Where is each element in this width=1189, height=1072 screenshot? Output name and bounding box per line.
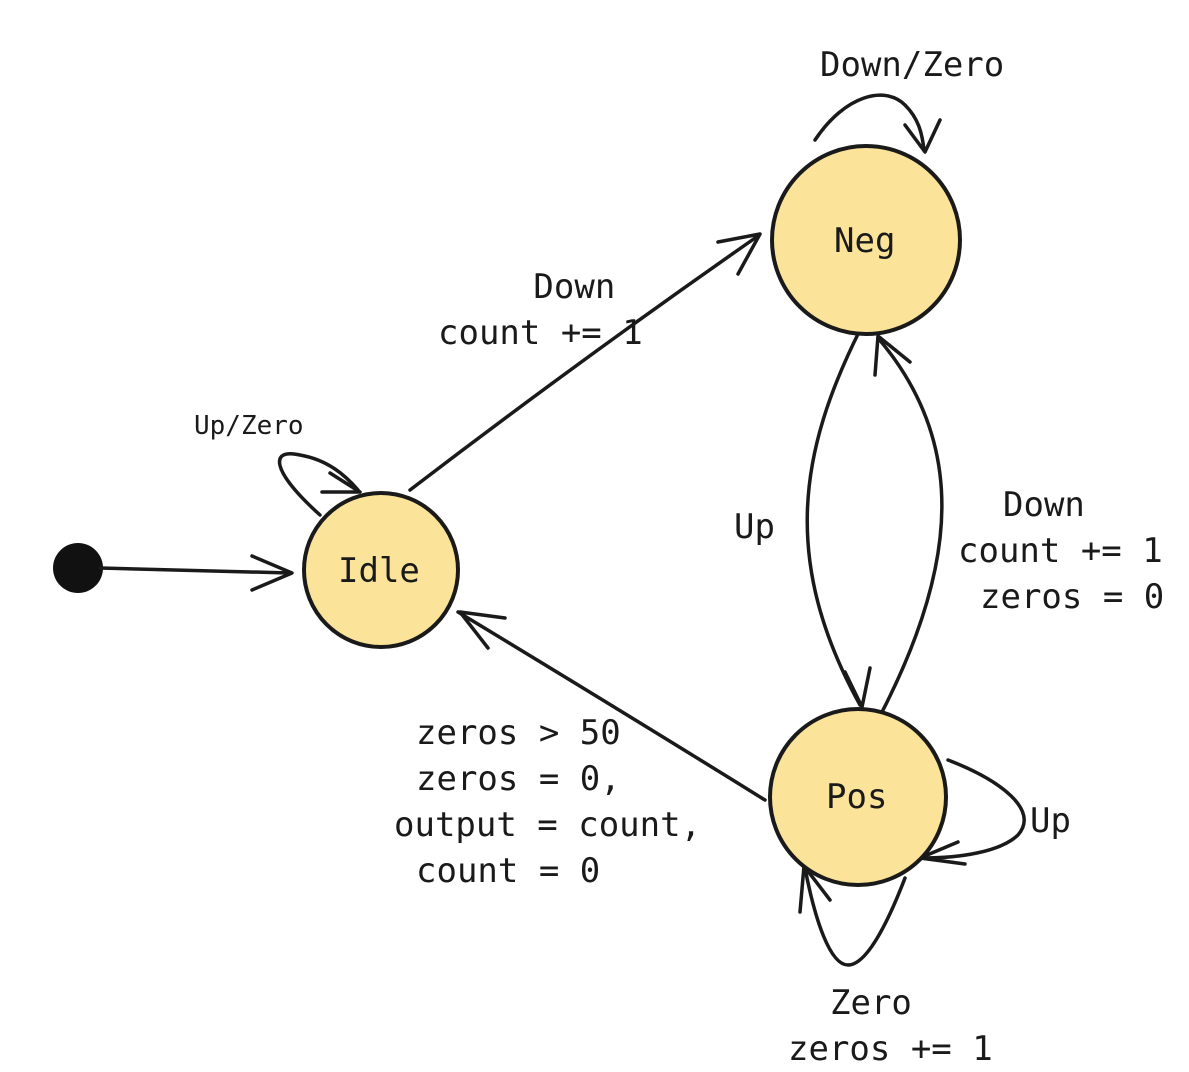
edge-pos-self-zero <box>803 866 907 967</box>
idle-to-neg-line-1: Down <box>533 267 616 307</box>
pos-self-up-label: Up <box>1030 801 1071 841</box>
state-neg <box>770 144 962 336</box>
idle-self-label: Up/Zero <box>194 411 304 441</box>
edge-idle-self <box>277 452 360 517</box>
neg-self-label: Down/Zero <box>820 45 1005 85</box>
pos-to-neg-line-2: count += 1 <box>958 531 1163 571</box>
state-idle-label: Idle <box>338 551 420 591</box>
state-pos-label: Pos <box>826 777 888 817</box>
initial-state-dot <box>53 543 103 593</box>
pos-to-neg-line-1: Down <box>1003 485 1085 525</box>
edge-idle-self-head <box>320 471 362 494</box>
idle-to-neg-label: Down count += 1 <box>438 264 643 356</box>
pos-to-idle-line-1: zeros > 50 <box>416 713 621 753</box>
initial-arrowhead <box>250 554 294 592</box>
edge-pos-to-neg <box>876 336 944 714</box>
state-pos <box>768 707 948 887</box>
edge-pos-to-idle-head <box>458 610 507 650</box>
initial-arrow <box>98 566 292 575</box>
state-idle <box>302 491 460 649</box>
edge-pos-to-neg-head <box>873 334 912 377</box>
neg-to-pos-label: Up <box>734 507 775 547</box>
pos-self-zero-line-1: Zero <box>830 983 912 1023</box>
pos-to-idle-line-4: count = 0 <box>416 851 601 891</box>
idle-to-neg-line-2: count += 1 <box>438 313 643 353</box>
pos-self-zero-line-2: zeros += 1 <box>788 1029 993 1069</box>
state-neg-label: Neg <box>834 221 896 261</box>
pos-to-idle-line-3: output = count, <box>394 805 702 845</box>
pos-to-idle-line-2: zeros = 0, <box>416 759 621 799</box>
edge-pos-self-up <box>920 758 1026 860</box>
pos-to-neg-line-3: zeros = 0 <box>980 577 1165 617</box>
edge-neg-to-pos <box>805 328 862 707</box>
edge-idle-to-neg <box>408 234 760 492</box>
pos-to-idle-label: zeros > 50 zeros = 0, output = count, co… <box>394 710 701 894</box>
edge-neg-self-head <box>903 118 942 154</box>
edge-neg-self <box>813 93 926 152</box>
edge-pos-to-idle <box>456 610 767 802</box>
pos-to-neg-label: Down count += 1 zeros = 0 <box>958 482 1164 620</box>
pos-self-zero-label: Zero zeros += 1 <box>788 980 993 1072</box>
edge-neg-to-pos-head <box>843 666 872 709</box>
edge-idle-to-neg-head <box>716 232 762 276</box>
